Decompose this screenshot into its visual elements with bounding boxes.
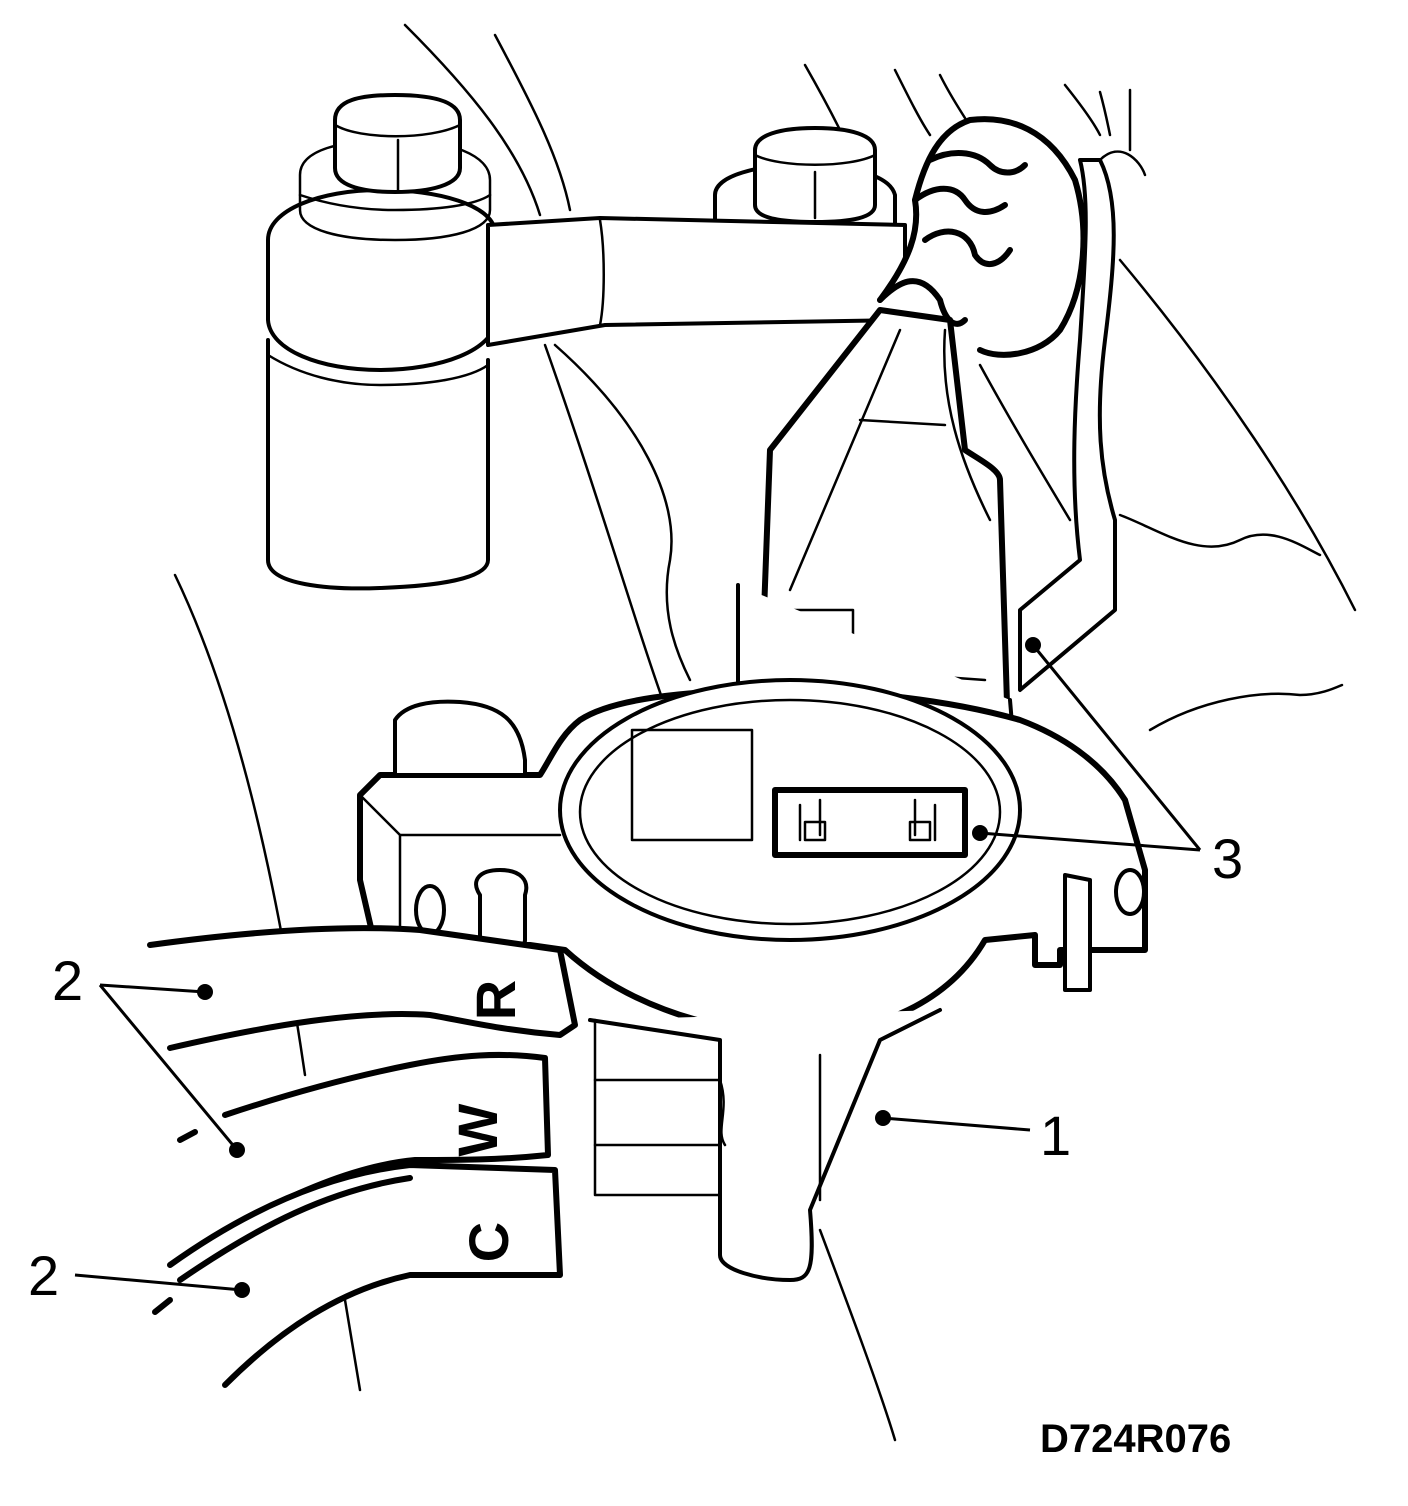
callout-dot-3a <box>1025 637 1041 653</box>
callout-label-1: 1 <box>1040 1104 1071 1167</box>
callout-label-3: 3 <box>1212 827 1243 890</box>
terminal-c-label: C <box>457 1222 520 1262</box>
locating-pin <box>393 699 529 954</box>
background-contours <box>173 23 1357 1442</box>
terminal-w-label: W <box>446 1103 509 1156</box>
figure-id: D724R076 <box>1040 1417 1231 1461</box>
component-stem <box>588 1008 942 1282</box>
terminal-r <box>147 925 578 1051</box>
callout-dot-2c <box>234 1282 250 1298</box>
left-bolt <box>266 93 497 591</box>
callout-dot-1 <box>875 1110 891 1126</box>
terminal-markings: R W C <box>446 980 527 1262</box>
callout-label-2-lower: 2 <box>28 1244 59 1307</box>
leader-lines <box>74 637 1202 1298</box>
callout-dot-2b <box>229 1142 245 1158</box>
harness-strap <box>1018 150 1147 692</box>
right-bolt <box>713 126 897 227</box>
bolt-arm <box>486 216 907 347</box>
terminal-c <box>152 1162 563 1388</box>
callout-dot-2a <box>197 984 213 1000</box>
sensor-cable <box>877 116 1087 358</box>
callout-label-2-upper: 2 <box>52 949 83 1012</box>
connector-block <box>772 787 968 858</box>
callout-dot-3b <box>972 825 988 841</box>
terminal-r-label: R <box>464 980 527 1020</box>
